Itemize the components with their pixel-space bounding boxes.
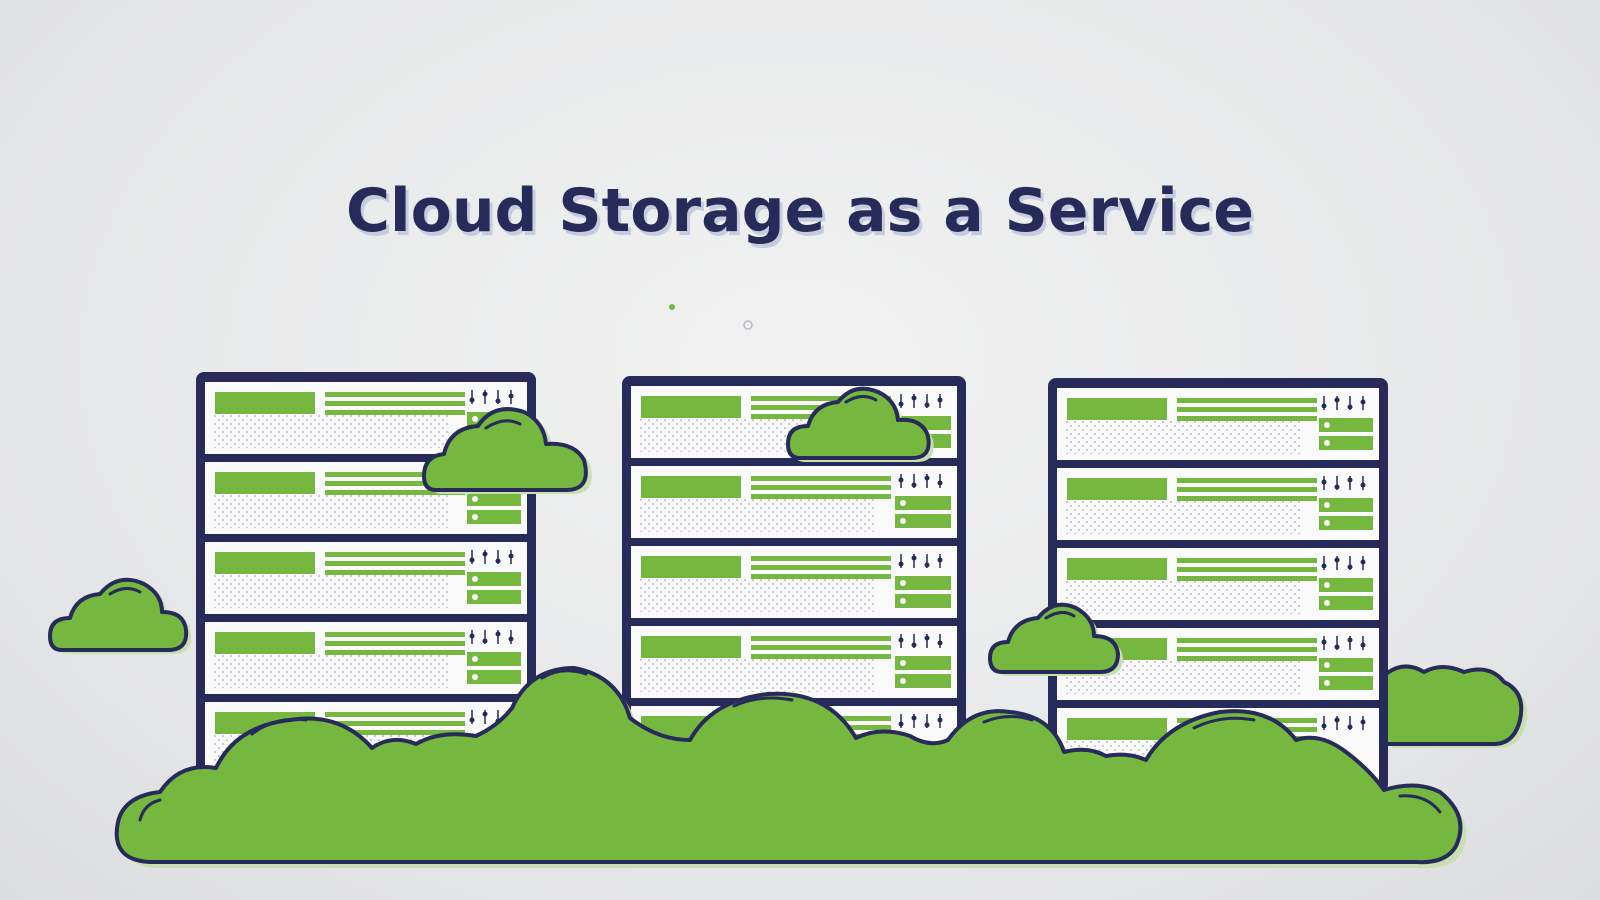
server-unit-icon (1057, 388, 1379, 460)
server-unit-icon (631, 546, 957, 618)
server-unit-icon (1057, 468, 1379, 540)
server-unit-icon (1057, 548, 1379, 620)
server-unit-icon (205, 382, 527, 454)
cloud-icon (114, 666, 1467, 869)
server-unit-icon (205, 542, 527, 614)
cloud-icon (48, 577, 192, 654)
page-title: Cloud Storage as a Service (346, 176, 1254, 246)
server-unit-icon (631, 626, 957, 698)
cloud-icon (422, 407, 592, 494)
server-unit-icon (205, 622, 527, 694)
server-rack-icon (196, 372, 536, 792)
cloud-icon (988, 602, 1123, 676)
cloud-icon (1384, 664, 1528, 748)
server-unit-icon (631, 466, 957, 538)
speck-decoration (743, 320, 753, 330)
speck-decoration (669, 304, 675, 310)
cloud-icon (786, 386, 934, 462)
